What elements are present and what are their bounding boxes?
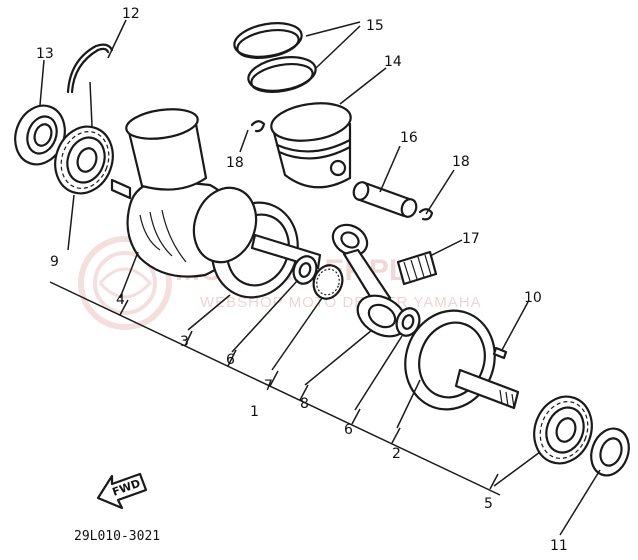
callout-1: 1 <box>250 404 259 420</box>
callout-3: 3 <box>180 334 189 350</box>
part-clip-18a <box>250 120 266 133</box>
callout-10: 10 <box>524 290 542 306</box>
part-piston-pin-16 <box>352 181 418 218</box>
callout-15: 15 <box>366 18 384 34</box>
part-connecting-rod-8 <box>331 223 408 338</box>
part-circlip-12 <box>66 43 114 94</box>
assembly-bracket-line <box>49 281 501 496</box>
leader-lines <box>39 19 601 536</box>
callout-13: 13 <box>36 46 54 62</box>
callout-9: 9 <box>50 254 59 270</box>
part-small-end-bearing-17 <box>396 250 438 286</box>
callout-7: 7 <box>264 378 273 394</box>
part-piston-14 <box>270 102 352 189</box>
callout-16: 16 <box>400 130 418 146</box>
part-bearing-5 <box>533 395 593 465</box>
callout-17: 17 <box>462 231 480 247</box>
part-needle-bearing-7 <box>312 264 344 300</box>
fwd-arrow: FWD <box>96 472 148 510</box>
callout-5: 5 <box>484 496 493 512</box>
callout-14: 14 <box>384 54 402 70</box>
part-crank-half-2 <box>404 309 520 411</box>
part-piston-rings-15 <box>233 22 317 93</box>
callout-4: 4 <box>116 292 125 308</box>
part-bearing-9 <box>54 125 114 195</box>
part-oil-seal-11 <box>590 427 630 477</box>
drawing-code: 29L010-3021 <box>74 529 160 544</box>
part-crank-web-3 <box>192 186 322 299</box>
callout-18-left: 18 <box>226 155 244 171</box>
watermark-subtext: WEBSHOP MOTO DEALER YAMAHA <box>200 294 482 311</box>
part-washer-6b <box>395 307 421 337</box>
part-key-10 <box>492 346 508 360</box>
part-clip-18b <box>418 208 434 221</box>
callout-6-upper: 6 <box>226 352 235 368</box>
callout-6-lower: 6 <box>344 422 353 438</box>
watermark-logo <box>78 236 172 330</box>
callout-labels: 12 13 15 14 16 18 18 17 9 4 3 6 7 1 8 6 … <box>36 6 568 554</box>
callout-8: 8 <box>300 396 309 412</box>
callout-18-right: 18 <box>452 154 470 170</box>
callout-11: 11 <box>550 538 568 554</box>
callout-2: 2 <box>392 446 401 462</box>
callout-12: 12 <box>122 6 140 22</box>
